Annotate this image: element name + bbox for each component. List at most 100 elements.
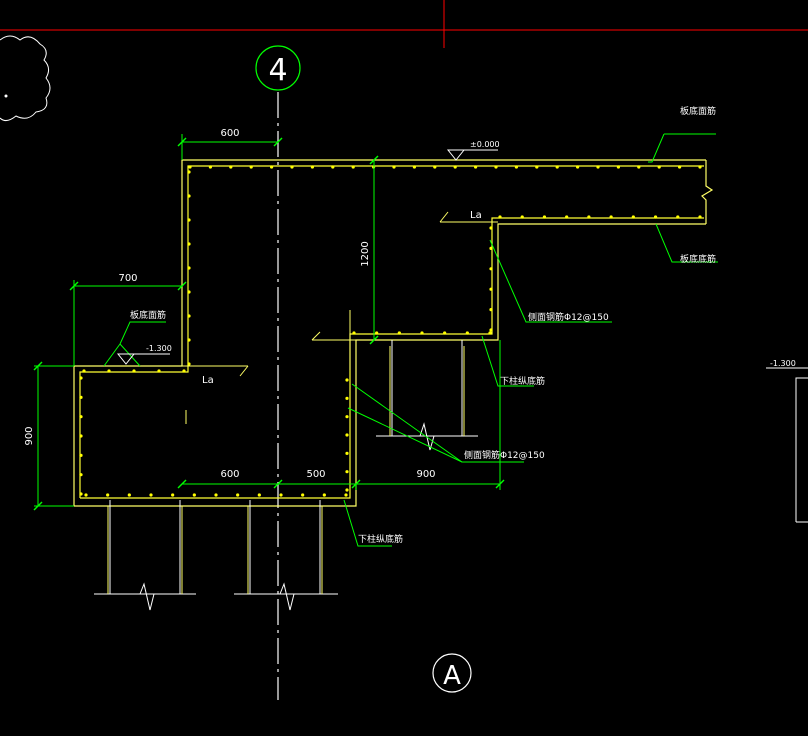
rebar-dot xyxy=(107,369,111,373)
la-label-upper: La xyxy=(470,210,482,221)
rebar-dot xyxy=(576,165,580,169)
dim-900-vertical: 900 xyxy=(24,426,35,445)
rebar-dot xyxy=(657,165,661,169)
elevation-right: -1.300 xyxy=(770,359,796,368)
rebar-dot xyxy=(345,470,349,474)
rebar-dot xyxy=(542,215,547,219)
rebar-dot xyxy=(616,165,621,169)
rebar-dot xyxy=(322,493,326,497)
concrete-outline xyxy=(73,159,714,507)
dim-900-bottom: 900 xyxy=(416,469,435,480)
rebar-dot xyxy=(301,493,305,497)
rebar-dot xyxy=(192,493,196,497)
rebar-dot xyxy=(257,493,261,497)
rebar-dot xyxy=(453,165,457,169)
rebar-dot xyxy=(187,170,191,174)
rebar-dot xyxy=(344,493,348,497)
elevation-markers xyxy=(116,149,808,523)
label-side-rebar-upper: 侧面钢筋Φ12@150 xyxy=(528,311,609,323)
rebar-dot xyxy=(596,165,600,169)
dimension-ticks xyxy=(33,137,505,511)
rebar-dot xyxy=(79,415,83,419)
rebar-dot xyxy=(345,451,349,455)
rebar-dot xyxy=(345,433,349,437)
rebar-dot xyxy=(345,415,349,419)
rebar-dot xyxy=(392,165,396,169)
cloud-dot xyxy=(4,94,8,98)
rebar-dot xyxy=(345,378,349,382)
rebar-dot xyxy=(249,165,253,169)
rebar-dot xyxy=(236,493,240,497)
elevation-left: -1.300 xyxy=(146,344,172,353)
label-column-bottom-rebar-lower: 下柱纵底筋 xyxy=(358,533,403,545)
rebar-dot xyxy=(127,493,131,497)
rebar-dot xyxy=(494,165,498,169)
rebar-dot xyxy=(397,331,401,335)
rebar-dot xyxy=(187,290,191,294)
la-label-lower: La xyxy=(202,375,214,386)
rebar-dot xyxy=(157,369,161,373)
rebar-dot xyxy=(187,218,191,222)
rebar-dot xyxy=(698,215,702,219)
rebar-dot xyxy=(188,165,192,169)
rebar-dots xyxy=(79,165,702,497)
rebar-dot xyxy=(214,493,218,497)
rebar-dot xyxy=(535,165,539,169)
rebar-dot xyxy=(187,242,191,246)
rebar-dot xyxy=(474,165,478,169)
rebar-dot xyxy=(609,215,613,219)
rebar-dot xyxy=(631,215,635,219)
rebar-dot xyxy=(489,328,493,332)
rebar-dot xyxy=(82,369,86,373)
column-outlines-yellow xyxy=(107,346,465,594)
rebar-dot xyxy=(290,165,294,169)
rebar-dot xyxy=(171,493,175,497)
rebar-dot xyxy=(489,226,493,230)
lower-columns xyxy=(94,340,478,611)
rebar-dot xyxy=(420,331,424,335)
rebar-dot xyxy=(676,215,680,219)
dim-600-bottom: 600 xyxy=(220,469,239,480)
rebar-dot xyxy=(498,215,502,219)
dim-500: 500 xyxy=(306,469,325,480)
rebar-dot xyxy=(187,194,191,198)
rebar-dot xyxy=(79,453,83,457)
rebar-dot xyxy=(187,362,191,366)
rebar-dot xyxy=(345,396,349,400)
rebar-dot xyxy=(182,369,186,373)
rebar-dot xyxy=(637,165,641,169)
rebar-dot xyxy=(375,331,379,335)
rebar-dot xyxy=(79,395,83,399)
label-column-bottom-rebar-upper: 下柱纵底筋 xyxy=(500,375,545,387)
rebar-dot xyxy=(465,331,469,335)
rebar-dot xyxy=(587,215,591,219)
axis-bubble-a: A xyxy=(432,653,472,693)
rebar-dot xyxy=(331,165,335,169)
dim-700: 700 xyxy=(118,273,137,284)
rebar-dot xyxy=(443,331,447,335)
rebar-dot xyxy=(555,165,559,169)
label-slab-top-rebar-right: 板底面筋 xyxy=(680,105,716,117)
rebar-dot xyxy=(352,331,356,335)
axis-label-4: 4 xyxy=(268,53,287,88)
rebar-dot xyxy=(489,246,493,250)
rebar-dot xyxy=(351,165,355,169)
rebar-dot xyxy=(433,165,437,169)
rebar-dot xyxy=(565,215,569,219)
dim-1200: 1200 xyxy=(360,241,371,266)
revision-cloud xyxy=(0,35,51,122)
rebar-dot xyxy=(345,488,349,492)
axis-bubble-4: 4 xyxy=(255,45,301,91)
rebar-dot xyxy=(653,215,658,219)
rebar-dot xyxy=(698,165,702,169)
rebar-dot xyxy=(84,493,88,497)
anchorage-lines xyxy=(182,211,498,424)
rebar-dot xyxy=(132,369,136,373)
rebar-dot xyxy=(187,266,191,270)
label-side-rebar-lower: 侧面钢筋Φ12@150 xyxy=(464,449,545,461)
rebar-dot xyxy=(79,473,83,477)
rebar-dot xyxy=(106,493,110,497)
rebar-dot xyxy=(310,165,314,169)
rebar-dot xyxy=(488,331,492,335)
